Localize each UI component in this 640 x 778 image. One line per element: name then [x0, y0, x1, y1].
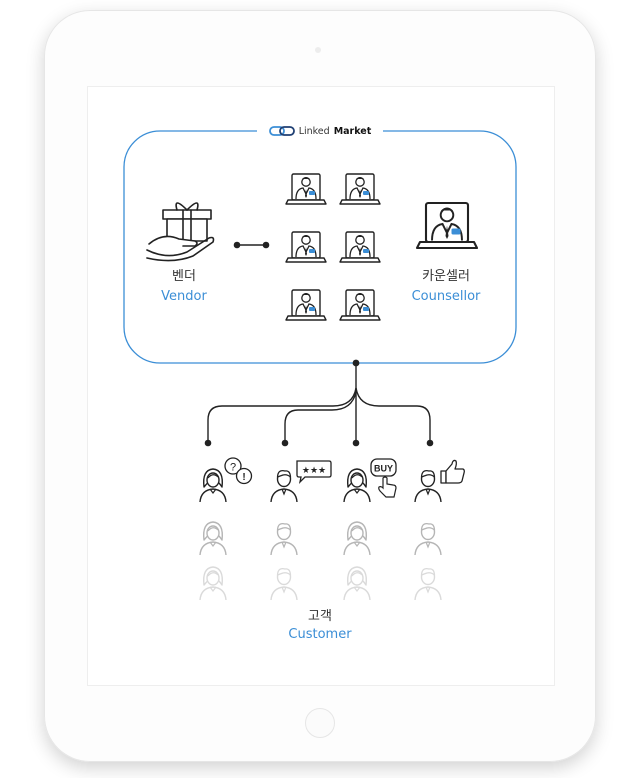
customer-tree [204, 359, 434, 447]
customer-avatar-icon [414, 469, 442, 503]
counsellor-laptop-icon [285, 173, 327, 205]
home-button[interactable] [305, 708, 335, 738]
tablet-screen [87, 86, 555, 686]
star-rating-icon: ★★★ [296, 460, 332, 484]
customer-avatar-icon [270, 567, 298, 601]
customer-avatar-icon [270, 522, 298, 556]
buy-bubble-icon: BUY [370, 458, 397, 498]
question-mark: ? [230, 462, 236, 474]
customer-label-ko: 고객 [308, 609, 332, 624]
customer-avatar-icon [414, 567, 442, 601]
customer-avatar-icon [414, 522, 442, 556]
vendor-label-en: Vendor [161, 289, 207, 304]
counsellor-laptop-icon [339, 173, 381, 205]
counsellor-laptop-icon [339, 231, 381, 263]
customer-avatar-icon [199, 566, 227, 601]
counsellor-laptop-icon [339, 289, 381, 321]
brand-name-bold: Market [333, 125, 372, 137]
customer-label-en: Customer [288, 627, 352, 642]
rating-stars: ★★★ [302, 466, 326, 476]
front-camera [315, 47, 321, 53]
counsellor-label-ko: 카운셀러 [422, 269, 470, 284]
brand-name-light: Linked [298, 125, 330, 137]
exclaim-mark: ! [242, 472, 245, 483]
counsellor-laptop-icon [415, 201, 479, 250]
chat-bubble-icon: ? ! [224, 457, 253, 485]
counsellor-laptop-icon [285, 231, 327, 263]
counsellor-laptop-icon [285, 289, 327, 321]
customer-avatar-icon [343, 468, 371, 503]
customer-avatar-icon [343, 566, 371, 601]
customer-avatar-icon [199, 521, 227, 556]
customer-avatar-icon [199, 468, 227, 503]
link-logo-icon [268, 126, 295, 136]
customer-avatar-icon [343, 521, 371, 556]
counsellor-label-en: Counsellor [411, 289, 481, 304]
counsellor-grid [285, 173, 381, 321]
thumbs-up-icon [440, 459, 465, 484]
gift-hand-icon [146, 202, 215, 262]
buy-label: BUY [374, 464, 393, 474]
customer-avatar-icon [270, 469, 298, 503]
vendor-label-ko: 벤더 [172, 269, 196, 284]
vendor-connector [233, 241, 270, 249]
